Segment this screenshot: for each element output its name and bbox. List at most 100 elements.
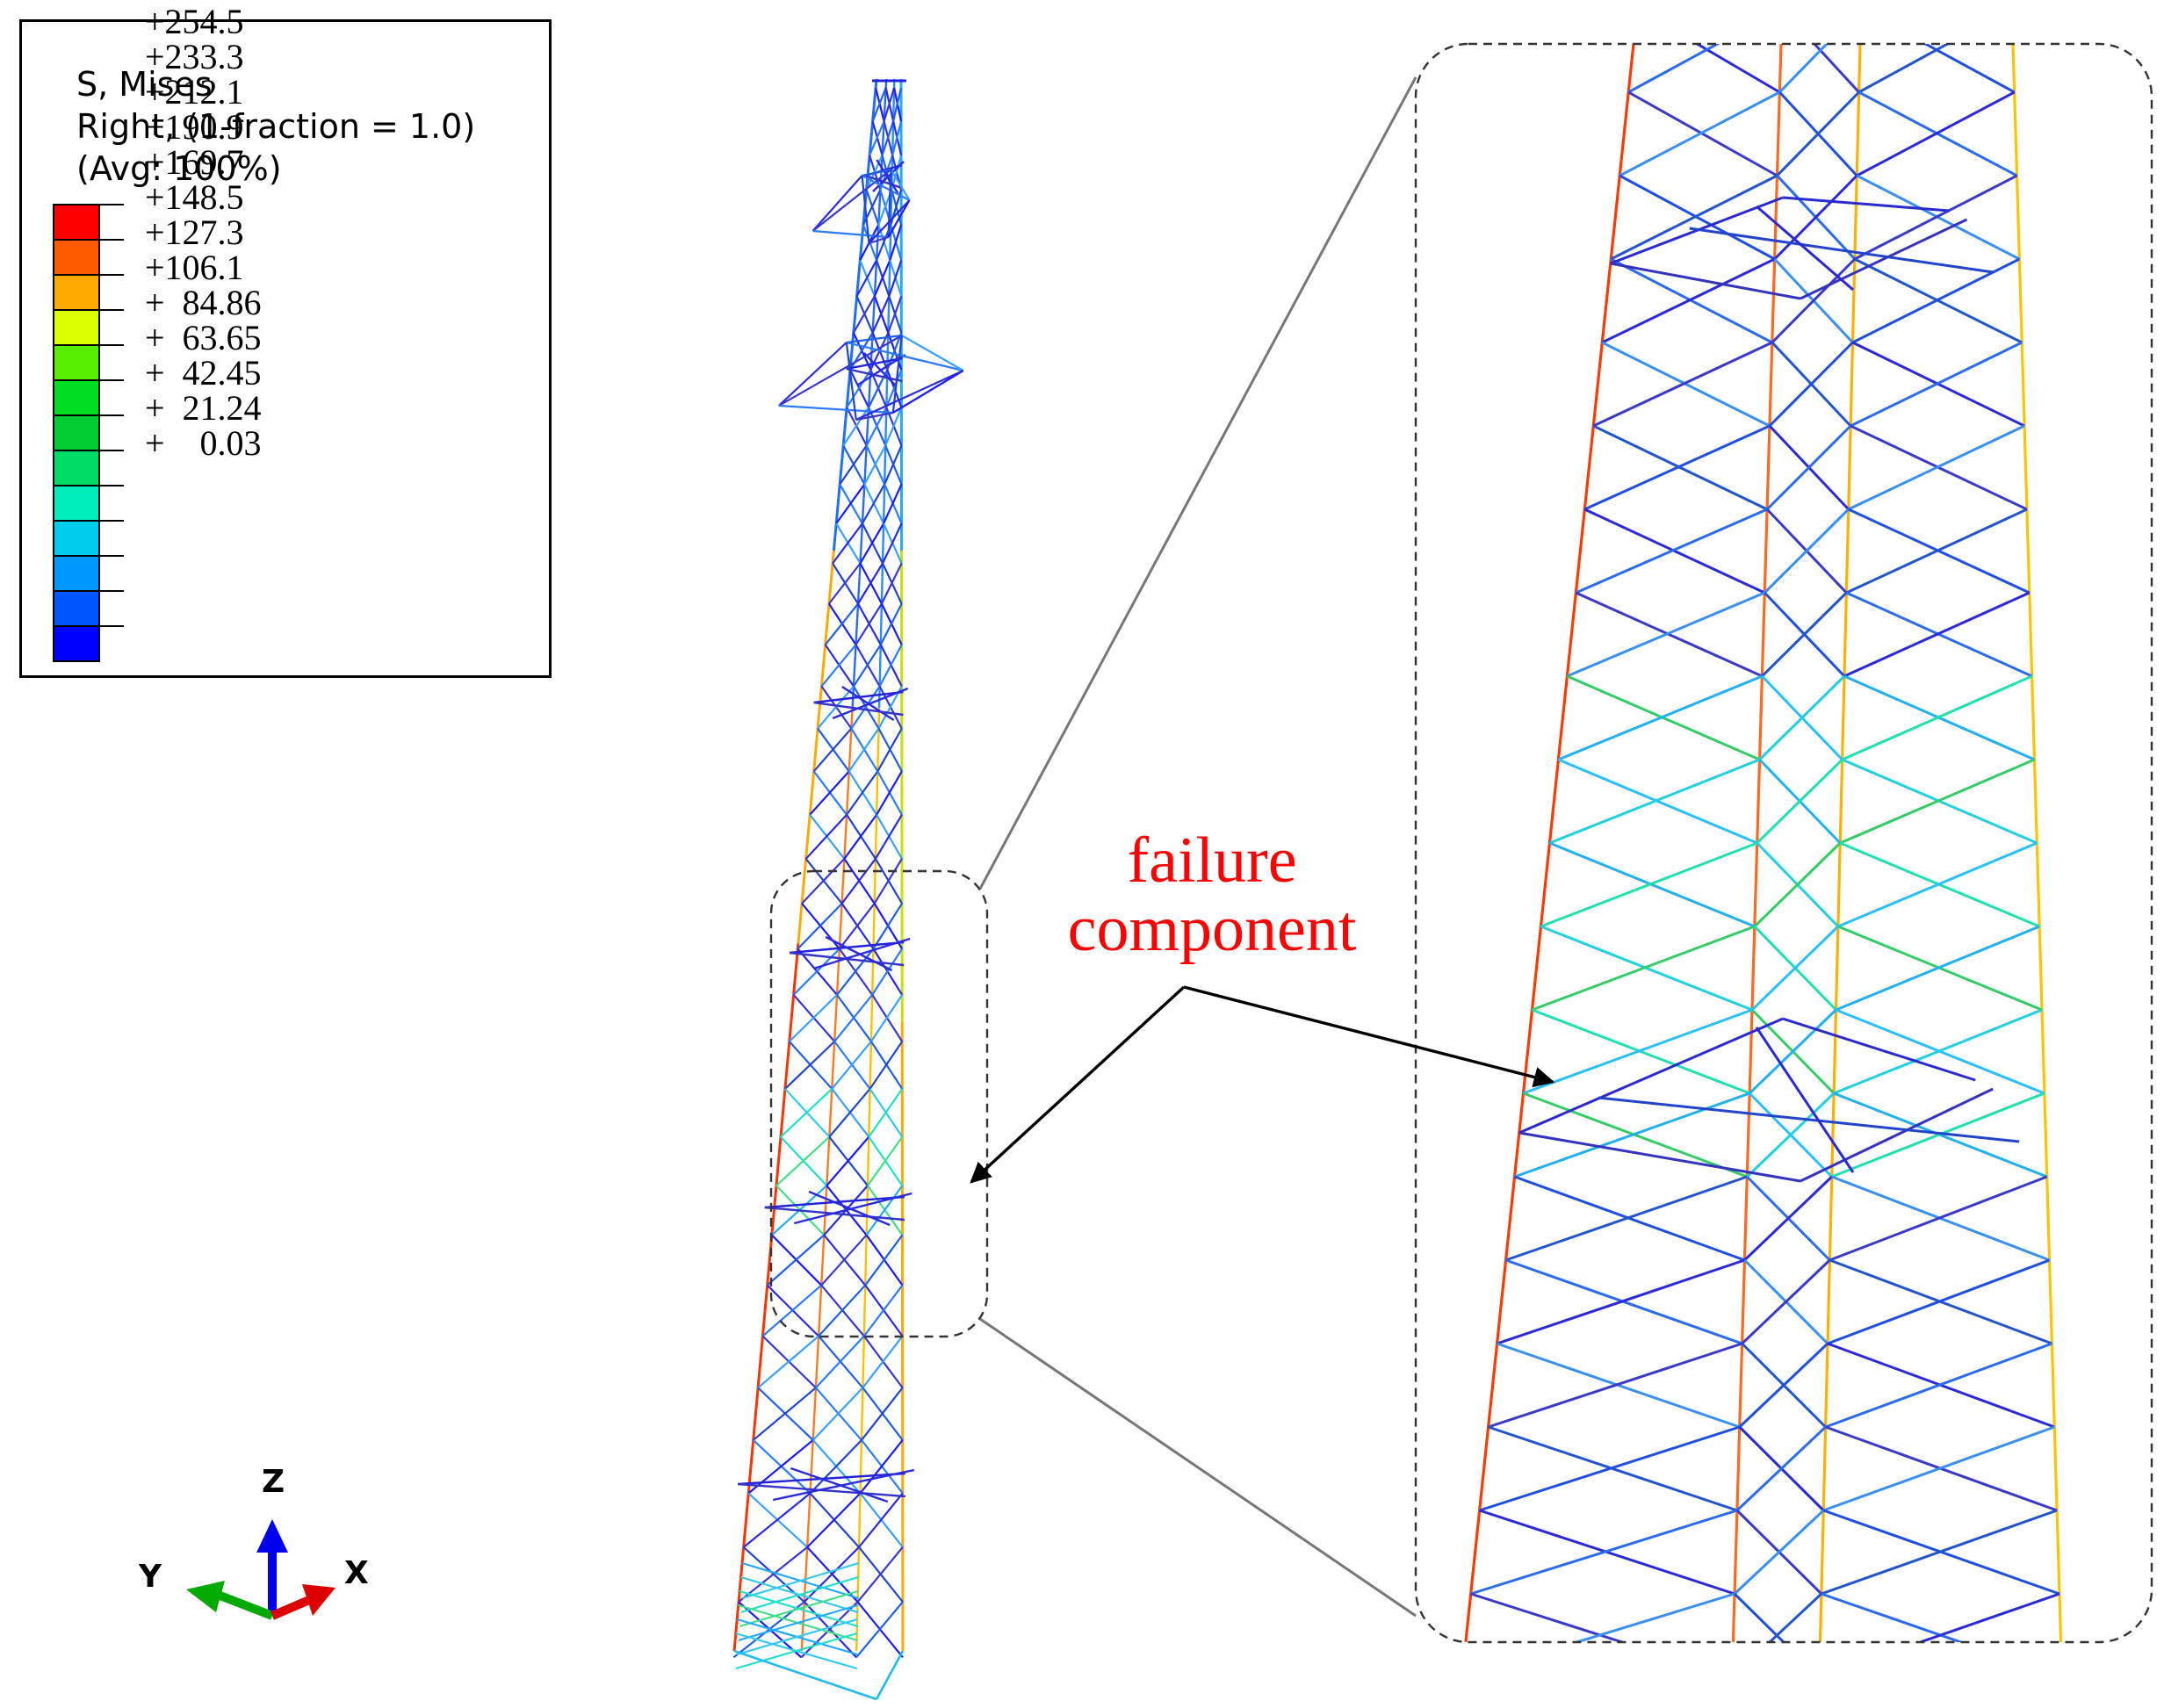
tower-leg-inner [862,1362,865,1389]
tower-diaphragm [793,1192,912,1225]
tower-member [892,87,903,122]
zoom-member [1750,925,1839,1012]
tower-leg-inner [838,917,842,944]
zoom-member [1778,44,1863,94]
tower-leg-inner [869,1048,872,1075]
tower-cross-arm [812,169,892,232]
tower-member [833,994,874,1042]
tower-leg-inner [812,1415,816,1442]
tower-member [836,948,875,996]
zoom-member [1732,1677,1817,1708]
tower-member [850,685,881,730]
tower-leg-inner [868,1100,871,1128]
zoom-lattice [1461,44,2063,1708]
tower-member [869,1041,904,1090]
tower-cross-arm [901,335,964,371]
tower-member [869,994,904,1042]
tower-cross-arm [862,168,891,177]
tower-leg-inner [803,1572,807,1599]
tower-leg-left [784,1048,790,1075]
tower-diaphragm [857,353,906,386]
tower-member [857,562,884,605]
tower-leg-inner [846,786,850,813]
tower-member [876,728,903,772]
zoom-member [1557,674,1763,761]
tower-leg-left [737,1572,743,1599]
zoom-connector-bottom [979,1317,1417,1618]
tower-diaphragm [872,161,905,192]
tower-base [733,1649,877,1701]
tower-base [875,1650,905,1700]
legend-swatch [53,625,100,662]
tower-leg-left [747,1467,753,1495]
tower-leg-left [754,1388,760,1416]
tower-leg-left [792,969,797,997]
tower-member [753,1387,817,1441]
legend-title-line-2: Right, (1-fraction = 1.0) [76,107,476,146]
tower-leg-inner [842,839,847,866]
zoom-member [1479,1425,1741,1512]
triad-arrow-z [256,1519,288,1553]
tower-member [879,603,903,645]
tower-leg-left [804,839,810,866]
zoom-member [1831,1092,2045,1178]
legend-value: + 63.65 [145,318,262,357]
tower-leg-inner [858,1493,862,1520]
tower-leg-inner [872,288,876,315]
legend-value: +169.7 [145,142,244,182]
tower-leg-inner [848,733,853,760]
legend-value: + 84.86 [145,283,262,322]
tower-leg-inner [847,760,851,787]
tower-base-brace [735,1632,857,1670]
tower-member [828,562,862,605]
zoom-member [1731,1592,1822,1642]
tower-cross-arm [778,335,903,407]
tower-member [835,483,866,524]
zoom-member [1746,1092,1836,1178]
tower-member [775,1135,831,1186]
zoom-member [1619,174,1776,261]
failure-annotation: failure component [1019,826,1405,963]
zoom-member [1540,841,1758,928]
tower-member [846,369,872,408]
tower-leg-inner [824,1178,828,1206]
legend-swatch [53,520,100,557]
zoom-diaphragm [1689,227,1994,274]
tower-member [871,948,904,996]
tower-member [815,1335,865,1389]
tower-leg-left [763,1284,769,1311]
tower-leg-left [787,1021,793,1049]
zoom-member [1835,925,2040,1012]
zoom-member [1531,925,1756,1012]
tower-leg-inner [879,629,883,656]
tower-member [856,1546,904,1603]
zoom-member [1627,44,1783,94]
tower-leg-left [825,602,831,630]
tower-member [889,224,903,261]
tower-leg-inner [892,78,896,105]
tower-leg-left [766,1258,771,1285]
tower-leg-inner [856,576,861,603]
tower-member [838,903,876,950]
tower-cross-arm [812,175,863,232]
tower-member [855,259,878,297]
tower-member [801,858,846,904]
tower-leg-left [855,262,862,289]
tower-member [742,1492,812,1548]
zoom-diaphragm [1782,1017,1976,1082]
tower-leg-inner [861,1388,864,1416]
tower-member [848,727,880,772]
tower-leg-inner [854,629,858,656]
tower-member [817,685,855,730]
legend-value: +212.1 [145,72,244,112]
tower-leg-left [823,629,828,656]
tower-member [859,522,885,565]
tower-leg-left [848,341,855,368]
tower-member [862,1284,904,1337]
tower-member [858,1492,904,1548]
tower-member [876,770,903,816]
zoom-member [1839,758,2036,845]
arrow-to-zoom [1183,985,1555,1088]
tower-leg-left [813,733,819,760]
